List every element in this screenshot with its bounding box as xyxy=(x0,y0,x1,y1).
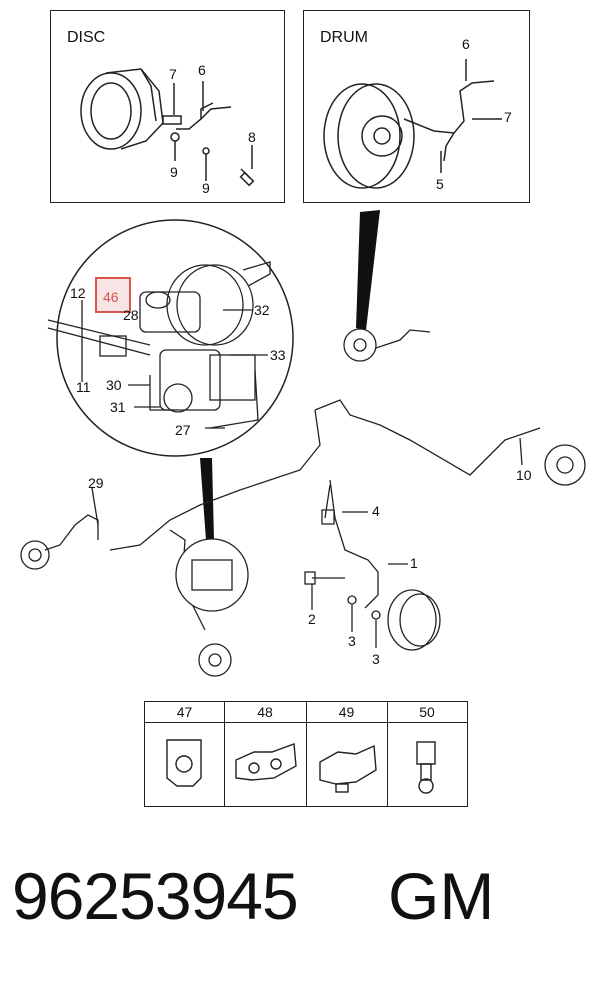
drum-callout-6: 6 xyxy=(462,36,470,52)
zoom-callout-33: 33 xyxy=(270,347,286,363)
highlight-box-46 xyxy=(95,277,131,313)
clip-49-drawing xyxy=(319,744,377,793)
table-header-50: 50 xyxy=(387,702,467,723)
brake-system-drawing: 12 46 28 32 33 11 30 31 27 29 4 1 2 3 3 … xyxy=(20,210,586,677)
main-callout-2: 2 xyxy=(308,611,316,627)
main-callout-10: 10 xyxy=(516,467,532,483)
disc-callout-8: 8 xyxy=(248,129,256,145)
zoom-callout-27: 27 xyxy=(175,422,191,438)
clip-47-drawing xyxy=(166,739,202,787)
disc-detail-box: DISC 7 6 8 9 9 xyxy=(50,10,285,203)
zoom-callout-12: 12 xyxy=(70,285,86,301)
zoom-callout-31: 31 xyxy=(110,399,126,415)
main-callout-3b: 3 xyxy=(372,651,380,667)
main-callout-3a: 3 xyxy=(348,633,356,649)
disc-brake-drawing: 7 6 8 9 9 xyxy=(80,62,256,196)
manufacturer: GM xyxy=(388,859,495,933)
disc-callout-7: 7 xyxy=(169,66,177,82)
drum-callout-5: 5 xyxy=(436,176,444,192)
table-col-48: 48 xyxy=(224,702,307,806)
table-header-49: 49 xyxy=(306,702,387,723)
main-callout-4: 4 xyxy=(372,503,380,519)
drum-brake-drawing: 6 7 5 xyxy=(323,36,512,192)
zoom-callout-46: 46 xyxy=(103,289,119,305)
table-col-47: 47 xyxy=(145,702,225,806)
disc-callout-6: 6 xyxy=(198,62,206,78)
clip-50-drawing xyxy=(416,741,436,794)
clip-table: 47 48 49 50 xyxy=(144,701,468,807)
main-callout-29: 29 xyxy=(88,475,104,491)
table-col-49: 49 xyxy=(306,702,388,806)
part-number: 96253945 xyxy=(12,859,299,933)
drum-title: DRUM xyxy=(320,29,368,46)
zoom-callout-28: 28 xyxy=(123,307,139,323)
table-col-50: 50 xyxy=(387,702,467,806)
zoom-callout-32: 32 xyxy=(254,302,270,318)
drum-detail-box: DRUM 6 7 5 xyxy=(303,10,530,203)
disc-callout-9b: 9 xyxy=(202,180,210,196)
table-header-48: 48 xyxy=(224,702,306,723)
table-header-47: 47 xyxy=(145,702,224,723)
zoom-callout-30: 30 xyxy=(106,377,122,393)
main-callout-1: 1 xyxy=(410,555,418,571)
disc-title: DISC xyxy=(67,29,106,46)
clip-48-drawing xyxy=(235,743,297,781)
zoom-callout-11: 11 xyxy=(76,379,91,395)
drum-callout-7: 7 xyxy=(504,109,512,125)
disc-callout-9a: 9 xyxy=(170,164,178,180)
